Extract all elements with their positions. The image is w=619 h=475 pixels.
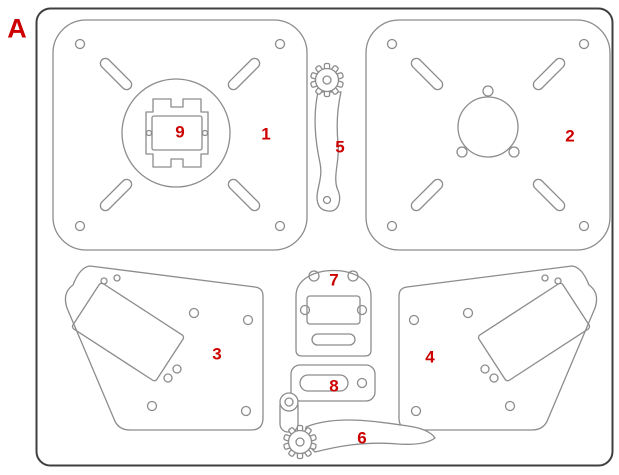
clamp-slot: [299, 374, 349, 392]
bracket-window: [306, 295, 361, 325]
part-8-outline: [290, 364, 376, 402]
mount-slot: [227, 178, 261, 212]
mount-slot: [532, 57, 566, 91]
bolt-hole: [482, 85, 494, 97]
bracket-screw-hole: [145, 129, 153, 137]
part-5-label: 5: [335, 137, 345, 157]
sheet-label: A: [7, 13, 27, 44]
screw-hole: [308, 270, 320, 282]
part-5-gear: [309, 62, 345, 98]
part-8-label: 8: [329, 376, 339, 396]
part-7-label: 7: [329, 270, 339, 290]
corner-hole: [74, 220, 86, 232]
part-9-bracket: [145, 98, 209, 168]
part-7-bracket: [295, 269, 372, 357]
part-1-plate: [52, 19, 308, 251]
mount-slot: [99, 57, 133, 91]
part-1-outline: [52, 19, 308, 251]
part-6-gear-arm: [279, 392, 436, 460]
bolt-hole: [456, 146, 468, 158]
part-6-gear: [282, 424, 318, 460]
part-5-arm-outline: [314, 91, 342, 212]
part-9-label: 9: [175, 122, 185, 142]
part-4-label: 4: [425, 347, 435, 367]
corner-hole: [578, 220, 590, 232]
part-3-label: 3: [212, 344, 222, 364]
corner-hole: [386, 38, 398, 50]
center-bore: [121, 78, 231, 188]
part-6-label: 6: [357, 428, 367, 448]
mount-slot: [227, 57, 261, 91]
bolt-hole: [508, 146, 520, 158]
corner-hole: [578, 38, 590, 50]
screw-hole: [347, 270, 359, 282]
corner-hole: [274, 38, 286, 50]
mount-slot: [99, 178, 133, 212]
part-5-gear-arm: [309, 62, 345, 212]
bracket-screw-hole: [201, 129, 209, 137]
part-9-outline: [145, 98, 209, 168]
center-bore: [457, 96, 519, 158]
part-2-plate: [365, 19, 611, 251]
part-8-clamp: [290, 364, 376, 402]
screw-hole: [356, 377, 368, 389]
mount-slot: [532, 178, 566, 212]
mount-slot: [410, 57, 444, 91]
part-2-outline: [365, 19, 611, 251]
bottom-slot: [311, 333, 356, 346]
part-1-label: 1: [261, 124, 271, 144]
corner-hole: [386, 220, 398, 232]
side-notch-hole: [356, 304, 368, 316]
arm-lobe: [279, 392, 299, 412]
corner-hole: [74, 38, 86, 50]
side-notch-hole: [299, 304, 311, 316]
mount-slot: [410, 178, 444, 212]
arm-pivot-hole: [322, 195, 332, 205]
part-2-label: 2: [565, 126, 575, 146]
part-6-arm-outline: [304, 419, 436, 453]
corner-hole: [274, 220, 286, 232]
arm-pivot-hole: [284, 397, 294, 407]
